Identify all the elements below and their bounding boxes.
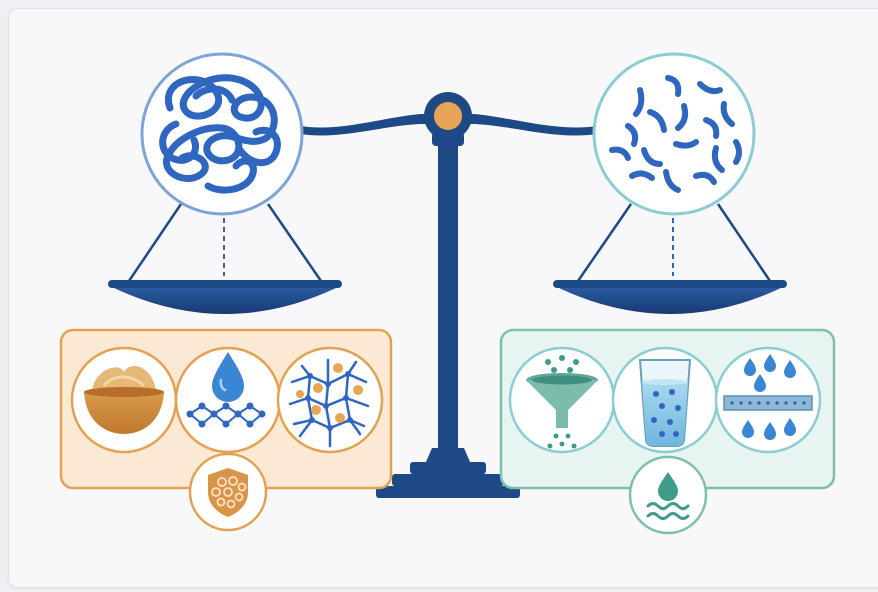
water-drop-network-icon [174, 346, 282, 454]
left-pan [108, 203, 342, 314]
membrane-permeation-icon [714, 346, 822, 454]
left-properties-panel [59, 328, 393, 532]
scale-base [376, 448, 520, 498]
water-glass-icon [611, 346, 719, 454]
long-chain-polymer-icon [140, 52, 304, 216]
short-chain-fragments-icon [592, 52, 756, 216]
crosslinked-network-icon [276, 346, 384, 454]
water-drop-waves-icon [628, 455, 708, 535]
scale-pillar [438, 140, 458, 450]
shield-gel-icon [188, 452, 268, 532]
filter-funnel-icon [508, 346, 616, 454]
right-pan [553, 203, 787, 314]
balance-scale-icon [300, 92, 598, 498]
right-properties-panel [499, 328, 836, 535]
paste-bowl-icon [70, 346, 178, 454]
scale-beam [300, 114, 598, 136]
